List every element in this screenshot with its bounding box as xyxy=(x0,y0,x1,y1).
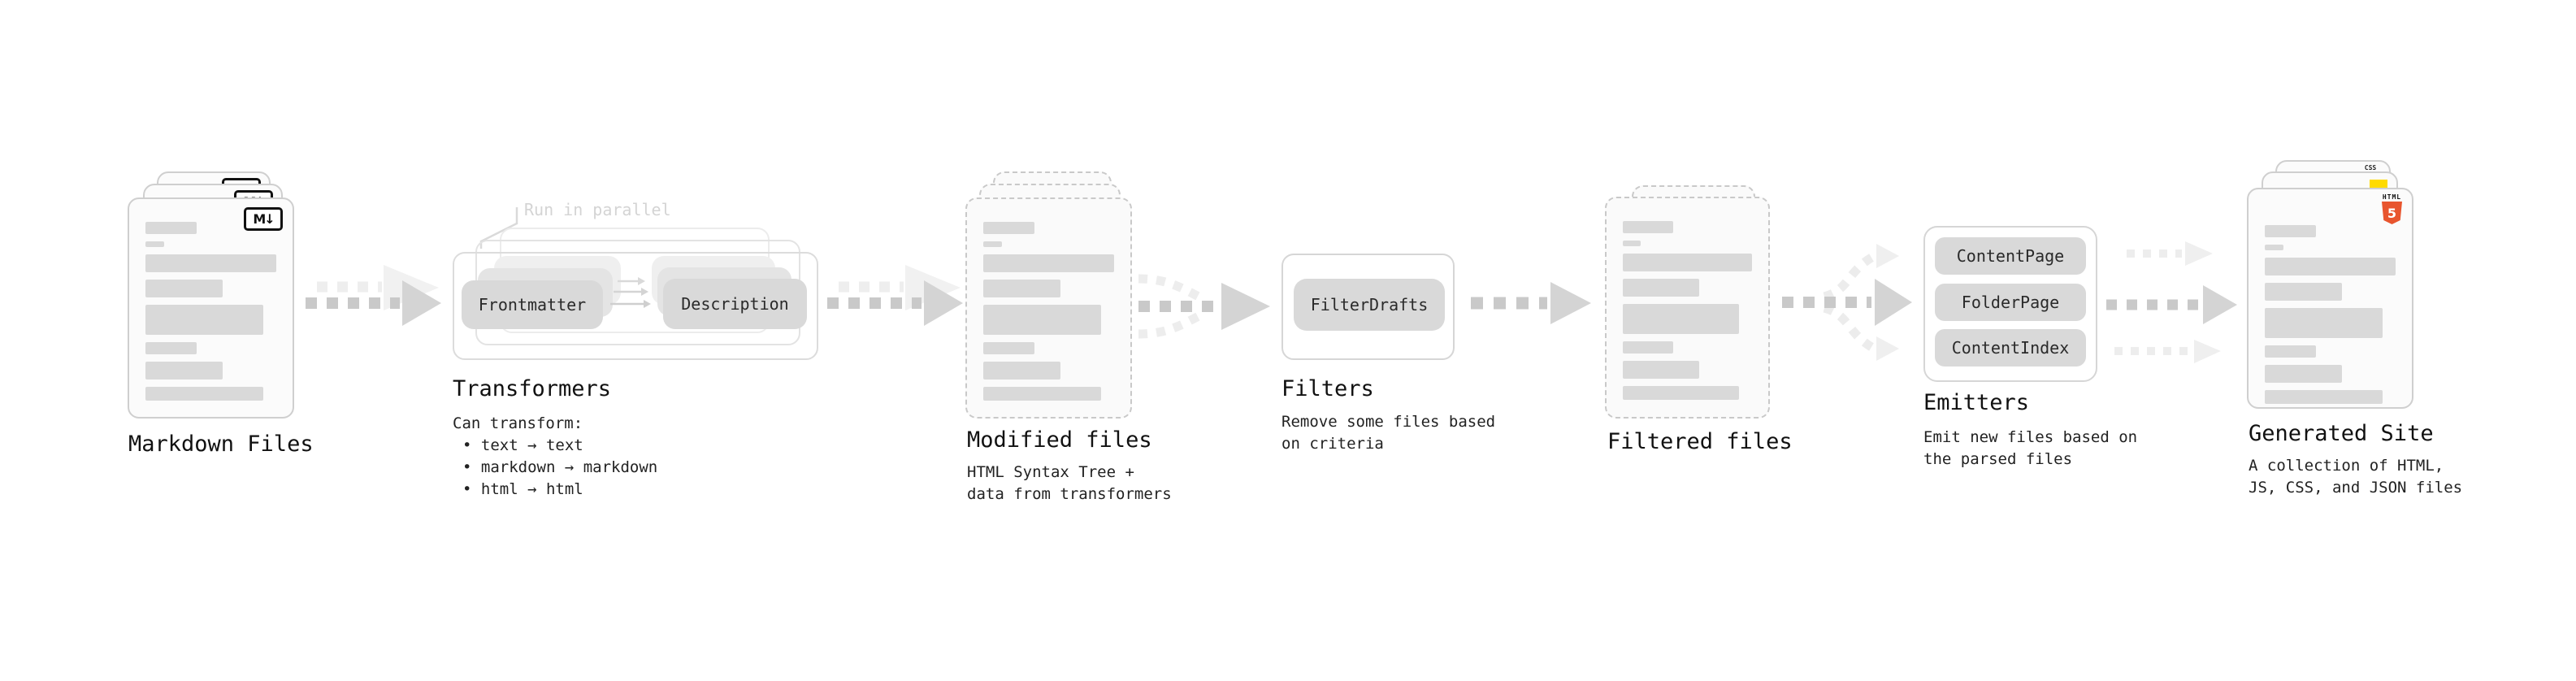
emitters-label: Emitters xyxy=(1923,390,2030,415)
contentindex-pill: ContentIndex xyxy=(1935,329,2086,367)
emitters-desc: Emit new files based on the parsed files xyxy=(1923,428,2138,468)
transformers-desc-title: Can transform: xyxy=(453,414,583,432)
flow-arrow-filters-to-filtered xyxy=(1471,282,1591,324)
markdown-files-label: Markdown Files xyxy=(128,432,314,457)
html5-icon: HTML 5 xyxy=(2382,193,2402,224)
markdown-icon: M↓ xyxy=(244,207,283,231)
modified-doc-front xyxy=(965,197,1132,419)
flow-arrow-transformers-to-modified xyxy=(827,265,963,326)
generated-site-desc: A collection of HTML, JS, CSS, and JSON … xyxy=(2249,457,2463,497)
generated-site-label: Generated Site xyxy=(2249,421,2434,446)
transformers-bullet-list: • text → text • markdown → markdown • ht… xyxy=(455,435,657,501)
filterdrafts-pill: FilterDrafts xyxy=(1294,279,1445,331)
frontmatter-pill: Frontmatter xyxy=(462,280,603,329)
bullet-item: • markdown → markdown xyxy=(462,458,658,476)
site-doc-html: HTML 5 xyxy=(2247,188,2413,409)
emit-arrows-to-site xyxy=(2106,241,2237,363)
transformer-layer-front xyxy=(453,252,818,360)
folderpage-pill: FolderPage xyxy=(1935,284,2086,321)
document-content-placeholder xyxy=(145,222,276,401)
bullet-item: • text → text xyxy=(462,436,583,454)
filters-desc: Remove some files based on criteria xyxy=(1281,413,1496,453)
bullet-item: • html → html xyxy=(462,480,583,498)
emitters-box xyxy=(1923,226,2097,382)
parallel-arrows xyxy=(610,277,651,308)
filters-box xyxy=(1281,254,1455,360)
description-pill: Description xyxy=(663,279,807,329)
document-content-placeholder xyxy=(2265,225,2396,404)
filters-label: Filters xyxy=(1281,376,1374,401)
filtered-doc-front xyxy=(1605,197,1770,419)
modified-files-label: Modified files xyxy=(967,427,1152,453)
run-in-parallel-note: Run in parallel xyxy=(524,200,671,219)
split-arrow-to-emitters xyxy=(1782,244,1912,361)
merge-arrow-to-filters xyxy=(1138,274,1270,339)
contentpage-pill: ContentPage xyxy=(1935,237,2086,275)
document-content-placeholder xyxy=(983,222,1114,401)
filtered-files-label: Filtered files xyxy=(1607,429,1793,454)
flow-arrow-md-to-transformers xyxy=(306,265,441,326)
modified-files-desc: HTML Syntax Tree + data from transformer… xyxy=(967,463,1172,503)
markdown-doc-front: M↓ xyxy=(128,197,294,419)
document-content-placeholder xyxy=(1623,221,1752,400)
transformers-label: Transformers xyxy=(453,376,612,401)
